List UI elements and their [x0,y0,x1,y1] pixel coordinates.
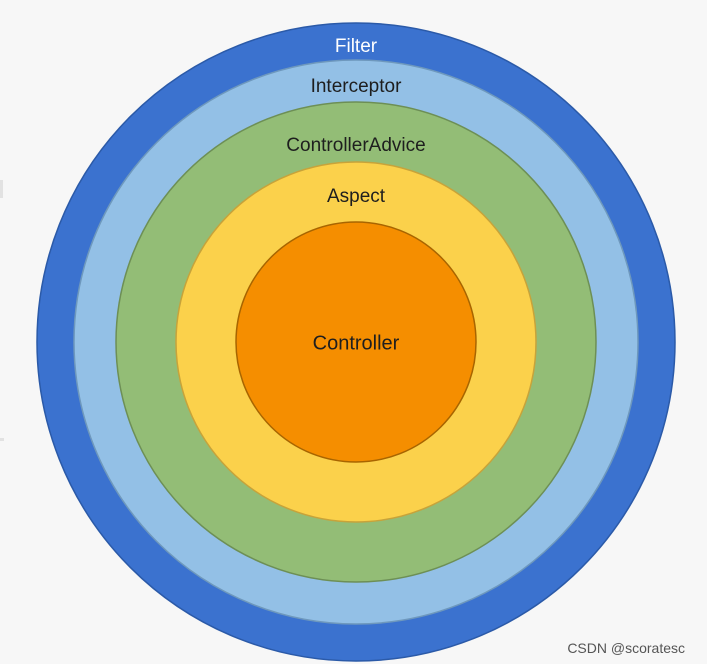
watermark-text: CSDN @scoratesc [567,640,685,656]
aspect-label: Aspect [327,186,386,207]
left-edge-mark-top [0,180,3,198]
controller-label: Controller [313,332,400,354]
left-edge-mark-bottom [0,438,4,441]
interceptor-label: Interceptor [311,76,402,97]
filter-label: Filter [335,36,378,57]
controller-advice-label: ControllerAdvice [286,135,425,156]
controller-core [235,221,477,463]
